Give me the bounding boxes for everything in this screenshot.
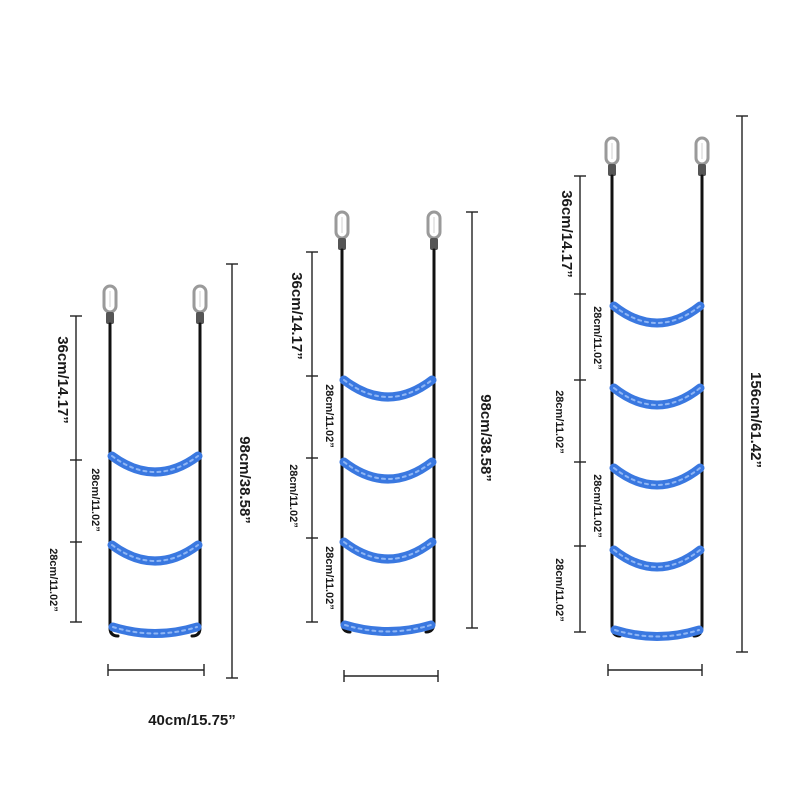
rung <box>107 451 203 477</box>
rung <box>609 301 705 328</box>
left-strap <box>108 322 120 638</box>
rung-gap-label: 28cm/11.02” <box>553 390 565 454</box>
right-strap <box>190 322 202 638</box>
height-label: 98cm/38.58” <box>236 436 253 524</box>
width-dimension-line <box>343 670 439 682</box>
rung-gap-label: 28cm/11.02” <box>591 474 603 538</box>
rung <box>339 375 437 402</box>
carabiner-hook-icon <box>426 210 442 250</box>
ladder-5-rung: 36cm/14.17” 28cm/11.02” 28cm/11.02” 28cm… <box>553 115 764 676</box>
rung <box>339 457 437 484</box>
rung-gap-label: 28cm/11.02” <box>591 306 603 370</box>
width-dimension-line <box>107 664 205 676</box>
left-strap <box>340 248 352 634</box>
carabiner-hook-icon <box>694 136 710 176</box>
left-dimension-line <box>306 251 318 623</box>
left-dimension-line <box>70 315 82 623</box>
height-dimension-line <box>736 115 748 653</box>
width-label: 40cm/15.75” <box>148 712 236 729</box>
carabiner-hook-icon <box>102 284 118 324</box>
carabiner-hook-icon <box>334 210 350 250</box>
rung <box>610 625 704 641</box>
height-dimension-line <box>466 211 478 629</box>
rung <box>107 540 203 566</box>
carabiner-hook-icon <box>192 284 208 324</box>
top-gap-label: 36cm/14.17” <box>558 190 575 278</box>
left-dimension-line <box>574 175 586 633</box>
rung <box>339 537 437 564</box>
ladder-4-rung: 36cm/14.17” 28cm/11.02” 28cm/11.02” 28cm… <box>287 210 494 682</box>
right-strap <box>692 174 704 638</box>
left-strap <box>610 174 622 638</box>
height-dimension-line <box>226 263 238 679</box>
top-gap-label: 36cm/14.17” <box>54 336 71 424</box>
rung <box>609 463 705 490</box>
rung-gap-label: 28cm/11.02” <box>89 468 101 532</box>
rung-gap-label: 28cm/11.02” <box>323 384 335 448</box>
carabiner-hook-icon <box>604 136 620 176</box>
rung-gap-label: 28cm/11.02” <box>47 548 59 612</box>
height-label: 156cm/61.42” <box>747 372 764 468</box>
rung <box>609 383 705 410</box>
right-strap <box>424 248 436 634</box>
top-gap-label: 36cm/14.17” <box>288 272 305 360</box>
height-label: 98cm/38.58” <box>477 394 494 482</box>
width-dimension-line <box>607 664 703 676</box>
rung <box>108 622 202 638</box>
rung <box>340 620 436 636</box>
rung-gap-label: 28cm/11.02” <box>323 546 335 610</box>
rung-gap-label: 28cm/11.02” <box>287 464 299 528</box>
rung <box>609 545 705 572</box>
rung-gap-label: 28cm/11.02” <box>553 558 565 622</box>
ladder-3-rung: 36cm/14.17” 28cm/11.02” 28cm/11.02” 98cm… <box>47 263 253 729</box>
